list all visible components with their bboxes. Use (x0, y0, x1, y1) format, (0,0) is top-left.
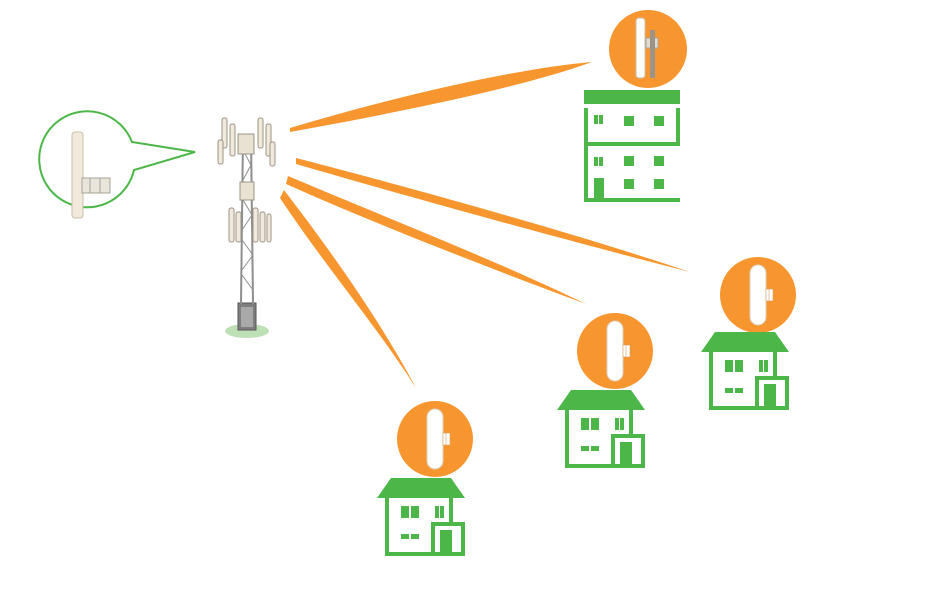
apartment-building-icon (584, 90, 680, 202)
tower-mast (240, 134, 254, 305)
house-icon (701, 332, 789, 410)
house-2 (557, 312, 654, 468)
house-icon (557, 390, 645, 468)
beam-to-house-2 (286, 176, 586, 304)
house-3 (701, 256, 797, 410)
signal-beams (280, 62, 690, 388)
panel-antenna-icon (71, 131, 111, 219)
cpe-antenna-icon (396, 400, 474, 478)
tower-top-antennas (217, 117, 276, 201)
cpe-antenna-icon (576, 312, 654, 390)
antenna-callout (38, 110, 196, 219)
house-1 (377, 400, 474, 556)
cpe-antenna-icon (719, 256, 797, 334)
cpe-antenna-icon (609, 10, 687, 88)
beam-to-house-1 (280, 190, 416, 388)
beam-to-house-3 (296, 158, 690, 272)
tower-lower-antennas (228, 207, 272, 243)
beam-to-apartment (290, 62, 592, 132)
cell-tower-icon (217, 117, 276, 338)
tower-base-shadow (225, 324, 269, 338)
callout-bubble (38, 110, 196, 209)
apartment-building (584, 10, 687, 202)
house-icon (377, 478, 465, 556)
